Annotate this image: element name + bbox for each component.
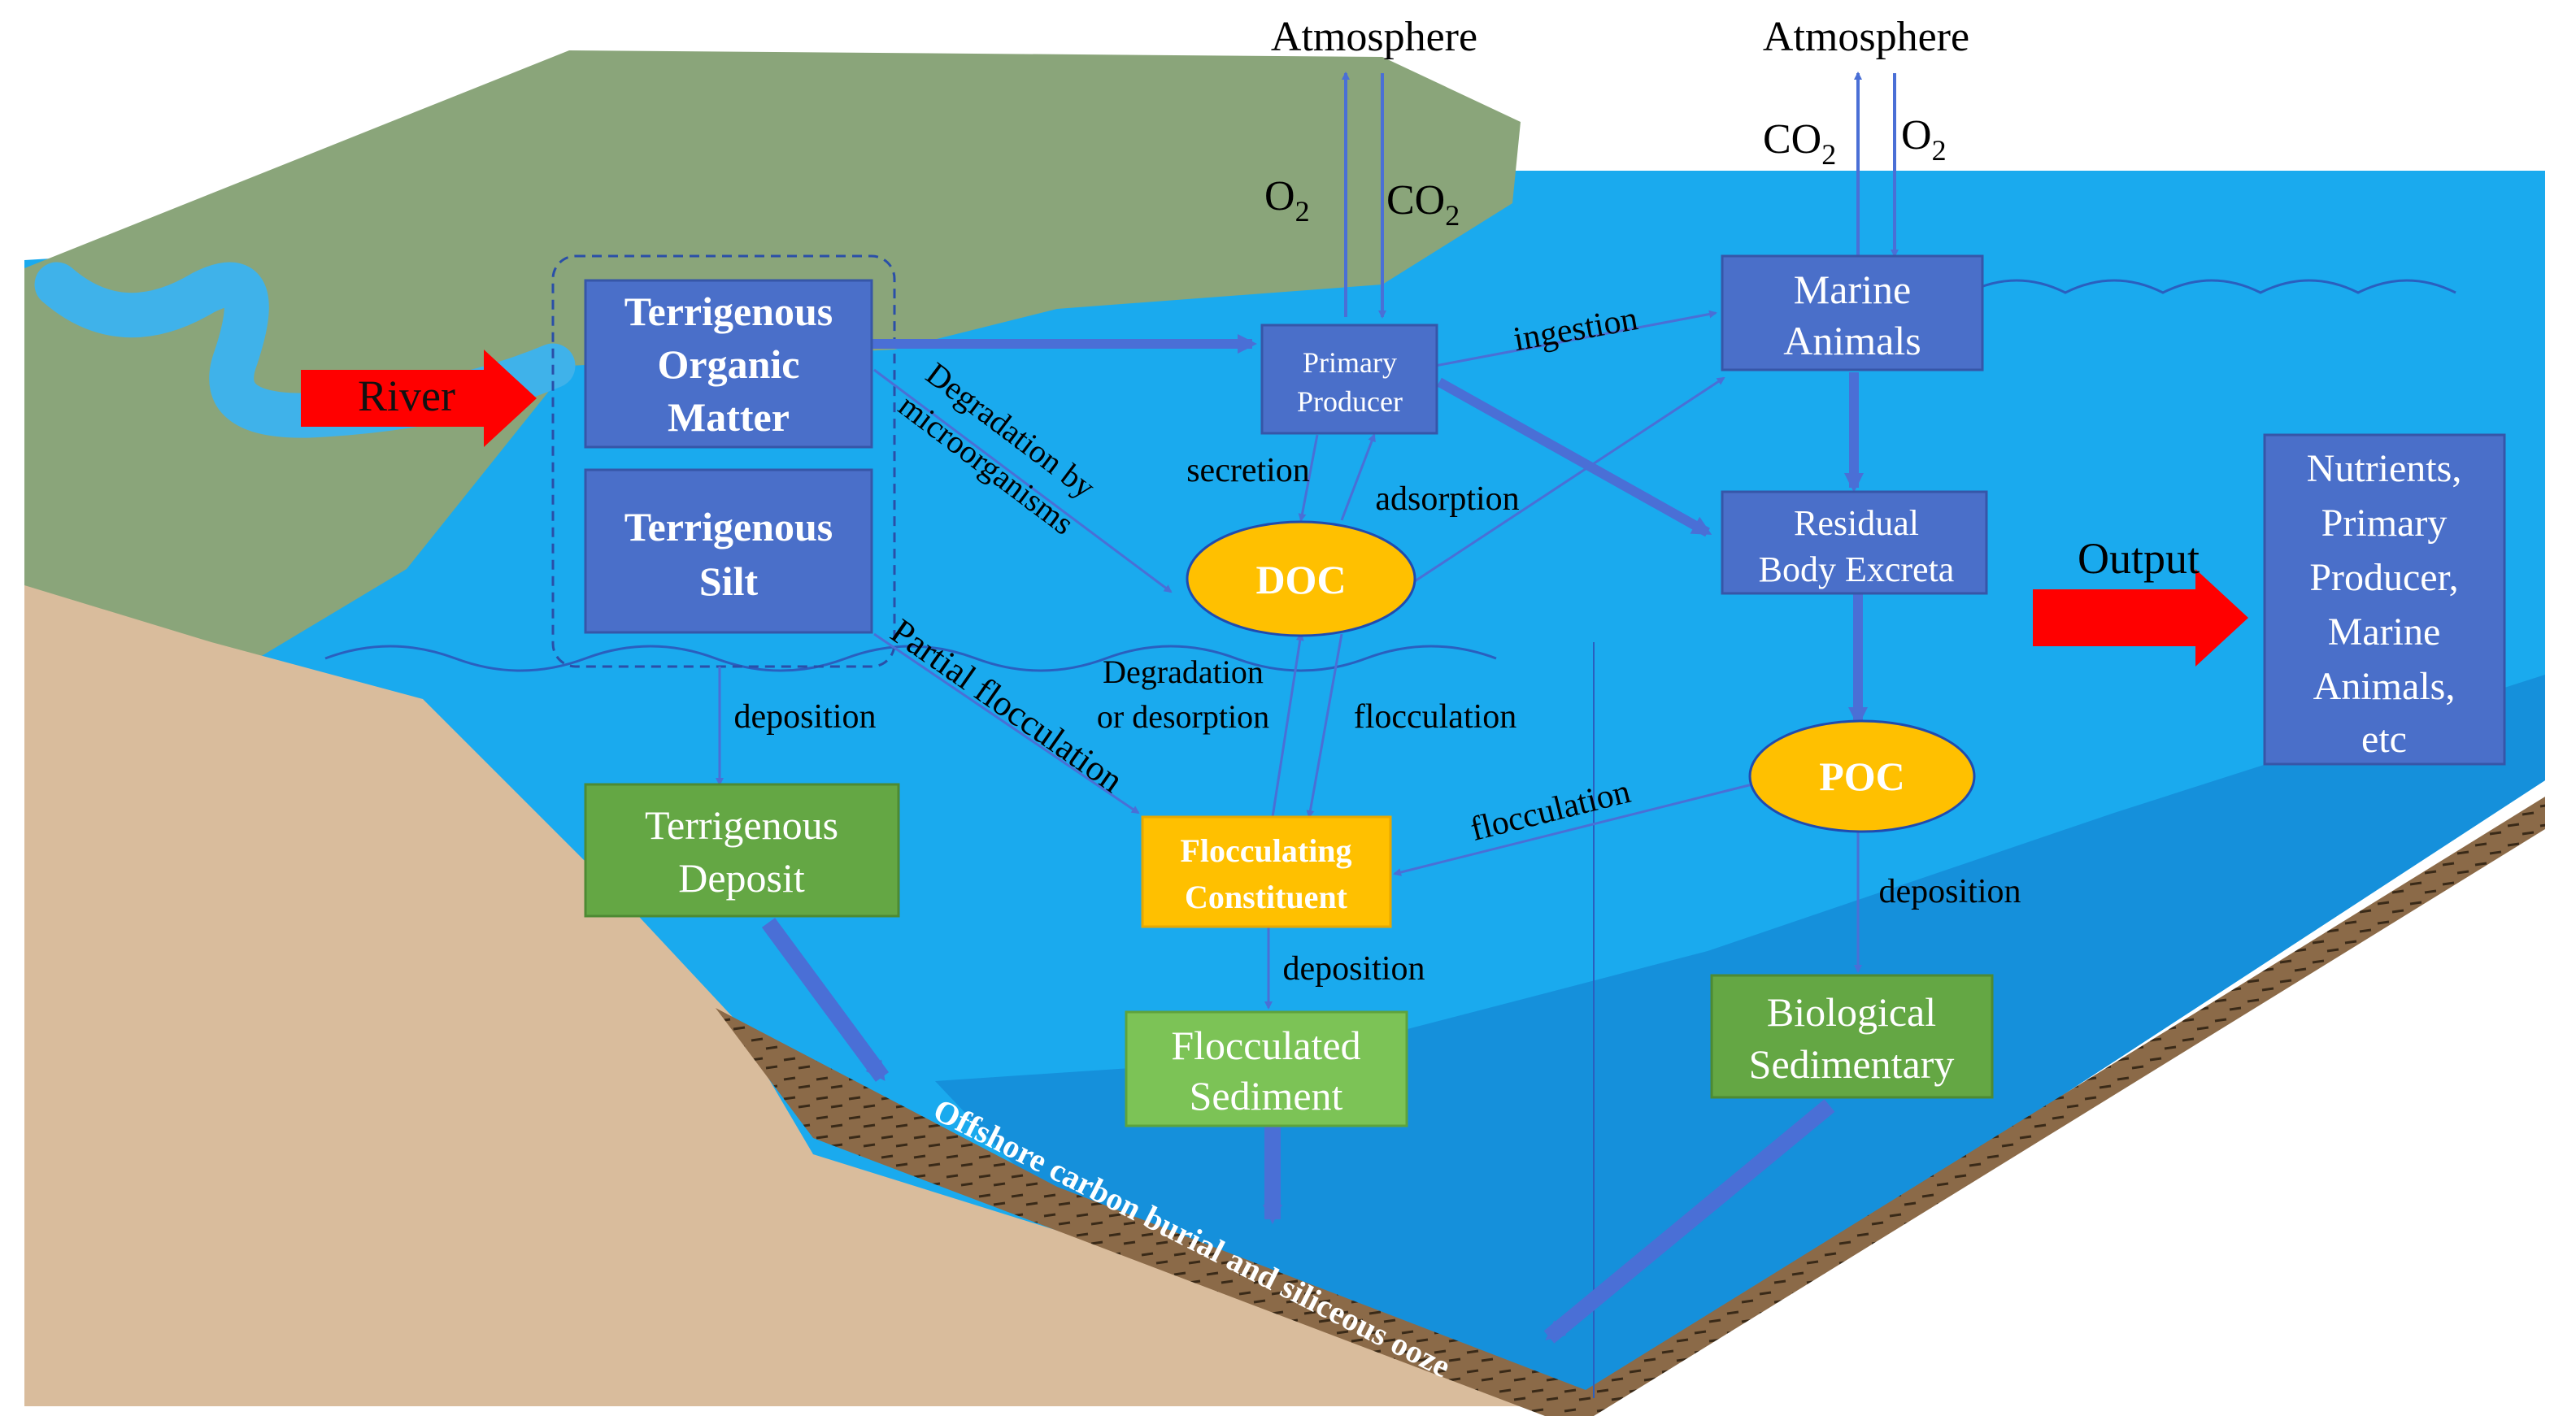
terrigenous-deposit-box: Terrigenous Deposit [584, 783, 900, 918]
deposit-line2: Deposit [678, 855, 805, 901]
floc-line2: Constituent [1185, 879, 1348, 915]
sediment-layer [716, 797, 2545, 1416]
producer-line1: Primary [1303, 346, 1397, 379]
floc-line1: Flocculating [1180, 832, 1351, 869]
sedimentary-to-burial-arrow [1543, 1099, 1835, 1344]
degradation-line2-label: or desorption [1097, 698, 1269, 735]
animals-line2: Animals [1783, 318, 1921, 363]
degradation-desorption-arrow [1271, 632, 1304, 818]
doc-label: DOC [1255, 557, 1346, 602]
river-label: River [358, 371, 455, 420]
terrigenous-silt-box: Terrigenous Silt [584, 468, 873, 634]
doc-to-marine-animals-arrow [1414, 376, 1725, 583]
output-line3: Producer, [2309, 556, 2458, 599]
deposition-mid-label: deposition [1283, 950, 1425, 988]
output-label: Output [2078, 534, 2200, 583]
bio-line2: Sedimentary [1749, 1041, 1955, 1087]
flocculation-mid-arrow [1306, 633, 1343, 819]
producer-to-excreta-arrow [1437, 377, 1712, 537]
deposition-right-label: deposition [1879, 873, 2021, 910]
river-inflow-arrow [301, 350, 537, 447]
output-line1: Nutrients, [2307, 447, 2462, 490]
deposition-left-label: deposition [734, 698, 877, 736]
doc-ellipse: DOC [1186, 520, 1416, 637]
output-line4: Marine [2328, 610, 2441, 654]
marine-animals-box: Marine Animals [1721, 254, 1984, 371]
partial-flocculation-arrow [873, 632, 1140, 814]
atmosphere-left-label: Atmosphere [1271, 14, 1477, 60]
deposit-to-burial-arrow [761, 918, 890, 1082]
terrigenous-organic-matter-box: Terrigenous Organic Matter [584, 279, 873, 449]
degradation-arrow [873, 368, 1173, 593]
sediment-line1: Flocculated [1171, 1023, 1360, 1068]
tom-line3: Matter [668, 394, 790, 440]
flocculation-mid-label: flocculation [1354, 698, 1517, 736]
poc-ellipse: POC [1748, 719, 1976, 833]
output-line6: etc [2361, 718, 2407, 761]
deposit-line1: Terrigenous [645, 802, 838, 848]
excreta-line1: Residual [1794, 503, 1919, 543]
seabed-sand [24, 585, 1594, 1406]
o2-right-label: O2 [1901, 112, 1947, 167]
coastal-land [24, 50, 1521, 667]
degradation-line1-label: Degradation [1103, 654, 1264, 690]
output-arrow [2033, 569, 2248, 667]
biological-sedimentary-box: Biological Sedimentary [1710, 974, 1994, 1099]
output-line2: Primary [2321, 502, 2448, 545]
silt-line2: Silt [699, 558, 759, 604]
silt-line1: Terrigenous [624, 504, 833, 549]
tom-line1: Terrigenous [624, 289, 833, 334]
sediment-line2: Sediment [1190, 1073, 1343, 1118]
co2-right-label: CO2 [1763, 116, 1836, 171]
primary-producer-box: Primary Producer [1260, 324, 1438, 435]
adsorption-label: adsorption [1375, 480, 1519, 518]
ingestion-arrow [1434, 310, 1717, 367]
o2-left-label: O2 [1264, 173, 1310, 228]
flocculated-sediment-box: Flocculated Sediment [1125, 1010, 1408, 1127]
residual-body-excreta-box: Residual Body Excreta [1721, 490, 1988, 595]
tom-line2: Organic [658, 341, 800, 387]
output-line5: Animals, [2313, 665, 2456, 708]
output-targets-box: Nutrients, Primary Producer, Marine Anim… [2263, 433, 2506, 766]
water-surface-waves [324, 645, 1497, 672]
secretion-label: secretion [1186, 452, 1310, 489]
flocculating-constituent-box: Flocculating Constituent [1141, 815, 1392, 928]
adsorption-arrow [1340, 433, 1376, 521]
terrigenous-source-group [551, 254, 896, 668]
secretion-arrow [1298, 434, 1319, 522]
flocculation-right-arrow [1393, 783, 1753, 876]
poc-label: POC [1819, 754, 1905, 799]
co2-left-label: CO2 [1386, 177, 1460, 232]
bio-line1: Biological [1767, 989, 1936, 1035]
animals-line1: Marine [1794, 267, 1911, 312]
producer-line2: Producer [1297, 385, 1403, 418]
atmosphere-right-label: Atmosphere [1763, 14, 1969, 60]
excreta-line2: Body Excreta [1759, 549, 1955, 589]
